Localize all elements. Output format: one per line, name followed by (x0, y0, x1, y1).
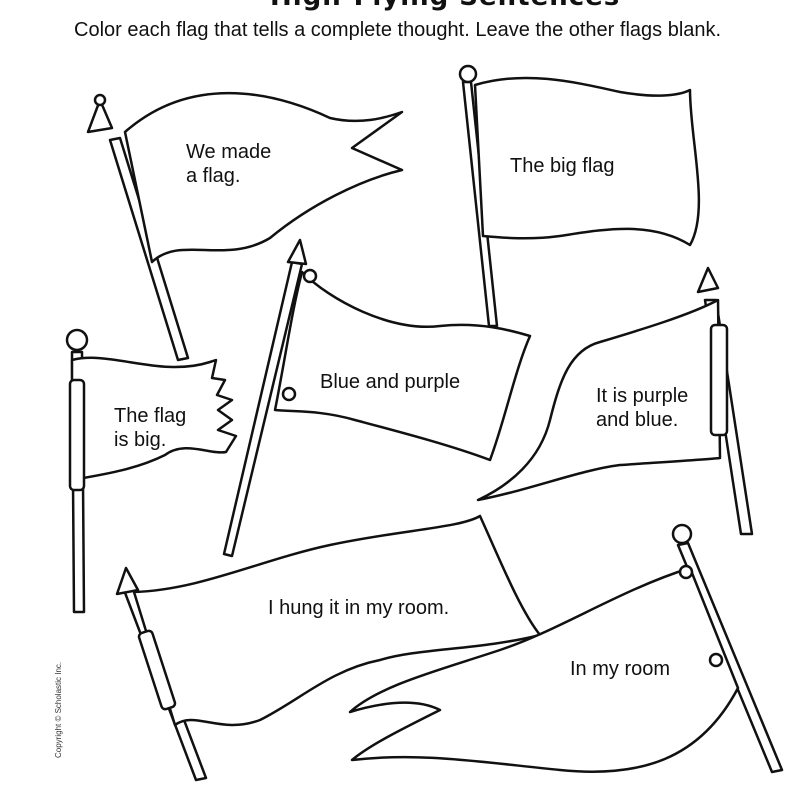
flag-1-cloth (123, 91, 404, 264)
flag-3-cloth (273, 270, 532, 462)
flag-3-drawing[interactable] (222, 238, 532, 558)
flag-4-line-1: The flag (114, 405, 187, 427)
flag-2-finial-knob (458, 64, 478, 84)
flag-3-text: Blue and purple (320, 370, 460, 394)
flag-6-text: I hung it in my room. (268, 596, 449, 620)
flag-6-sleeve (137, 629, 177, 711)
flag-7-text: In my room (570, 657, 670, 681)
flag-4-sleeve (68, 378, 86, 492)
flag-1-finial-knob (93, 93, 107, 107)
flag-5-line-2: and blue. (596, 409, 679, 431)
flag-4-cloth (70, 356, 238, 482)
page-title: High-Flying Sentences (270, 0, 619, 12)
flag-5-sleeve (709, 323, 729, 437)
flag-6-cloth (132, 514, 542, 727)
flag-6-line-1: I hung it in my room. (268, 597, 450, 619)
flag-5-text: It is purple and blue. (596, 384, 688, 432)
flag-5-cloth (476, 298, 722, 502)
flag-1-drawing[interactable] (86, 91, 404, 362)
flag-7-cloth (348, 566, 740, 773)
flag-3-line-1: Blue and purple (320, 371, 461, 393)
flag-2-drawing[interactable] (458, 64, 701, 328)
flag-4-finial-knob (65, 328, 89, 352)
flag-3-ring-bottom (281, 386, 297, 402)
copyright-notice: Copyright © Scholastic Inc. (54, 661, 63, 758)
flag-7-ring-bottom (708, 652, 724, 668)
flag-5-line-1: It is purple (596, 385, 689, 407)
flag-1-line-2: a flag. (186, 165, 241, 187)
flag-3-ring-top (302, 268, 318, 284)
flag-5-finial (696, 266, 720, 294)
flag-7-drawing[interactable] (348, 523, 784, 774)
instructions: Color each flag that tells a complete th… (74, 19, 722, 41)
flag-1-finial (86, 98, 114, 134)
flag-5-drawing[interactable] (476, 266, 754, 536)
flag-4-line-2: is big. (114, 429, 167, 451)
flag-1-line-1: We made (186, 141, 272, 163)
flag-7-finial-knob (671, 523, 693, 545)
flag-1-text: We made a flag. (186, 140, 271, 188)
flag-2-line-1: The big flag (510, 155, 615, 177)
flag-7-ring-top (678, 564, 694, 580)
flag-4-drawing[interactable] (65, 328, 238, 614)
flag-2-cloth (473, 76, 701, 247)
flag-6-drawing[interactable] (115, 514, 542, 782)
flag-4-text: The flag is big. (114, 404, 186, 452)
flag-3-finial (286, 238, 308, 266)
flag-2-text: The big flag (510, 154, 615, 178)
flag-7-line-1: In my room (570, 658, 671, 680)
flag-6-finial (115, 566, 140, 596)
